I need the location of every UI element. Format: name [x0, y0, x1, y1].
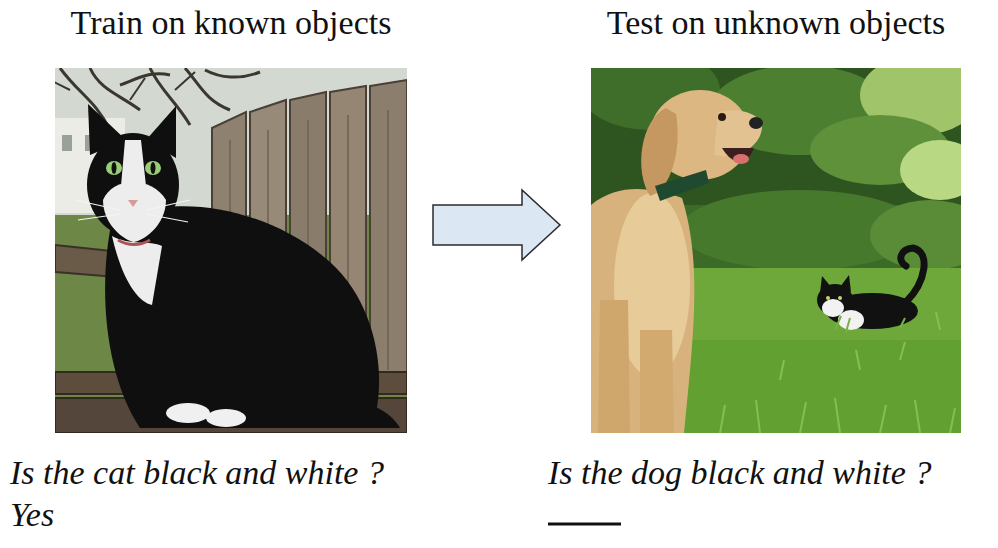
question-text: Is the dog black and white ?	[548, 453, 931, 494]
small-cat-part	[838, 310, 864, 330]
black-white-cat-part	[75, 200, 190, 222]
black-white-cat-part	[151, 162, 156, 174]
golden-retriever-part	[598, 300, 630, 433]
golden-retriever-part	[655, 170, 709, 201]
answer-blank-line	[548, 523, 621, 526]
question-text: Is the cat black and white ?	[10, 453, 384, 494]
dog-cat-photo-part	[720, 312, 955, 433]
photo-panel: Train on known objectsIs the cat black a…	[55, 68, 407, 433]
cat-photo-part	[62, 135, 72, 151]
black-white-cat-part	[145, 161, 161, 175]
golden-retriever-part	[640, 330, 674, 433]
panel-heading: Train on known objects	[71, 3, 392, 44]
black-white-cat-part	[166, 403, 210, 423]
dog-cat-photo-part	[870, 200, 961, 270]
small-cat-part	[840, 275, 851, 292]
black-white-cat-part	[106, 161, 122, 175]
golden-retriever-part	[718, 113, 726, 121]
answer-text: Yes	[10, 495, 54, 536]
small-cat-part	[826, 296, 830, 300]
black-white-cat-part	[88, 104, 126, 155]
small-cat-part	[838, 296, 842, 300]
black-white-cat-part	[330, 399, 400, 428]
golden-retriever-part	[749, 117, 763, 129]
black-white-cat-part	[103, 182, 166, 242]
cat-photo-part	[55, 72, 195, 100]
dog-cat-photo-part	[900, 140, 961, 200]
photo-panel: Test on unknown objectsIs the dog black …	[591, 68, 961, 433]
small-cat-part	[820, 276, 832, 293]
black-white-cat-part	[128, 200, 138, 207]
black-white-cat-part	[118, 240, 150, 245]
panel-heading: Test on unknown objects	[607, 3, 946, 44]
small-cat-part	[835, 316, 905, 332]
small-cat	[817, 248, 924, 332]
black-white-cat-part	[112, 162, 117, 174]
dog-cat-photo	[591, 68, 961, 433]
black-white-cat-part	[112, 236, 162, 305]
cat-photo-part	[55, 68, 407, 433]
cat-photo	[55, 68, 407, 433]
black-white-cat-part	[121, 140, 146, 186]
black-white-cat-part	[146, 106, 176, 158]
block-arrow	[433, 190, 560, 260]
black-white-cat	[75, 104, 400, 428]
black-white-cat-part	[105, 206, 379, 428]
black-white-cat-part	[206, 409, 246, 427]
golden-retriever-part	[733, 154, 749, 164]
golden-retriever-part	[591, 189, 694, 433]
golden-retriever	[591, 90, 763, 433]
small-cat-part	[901, 248, 924, 302]
